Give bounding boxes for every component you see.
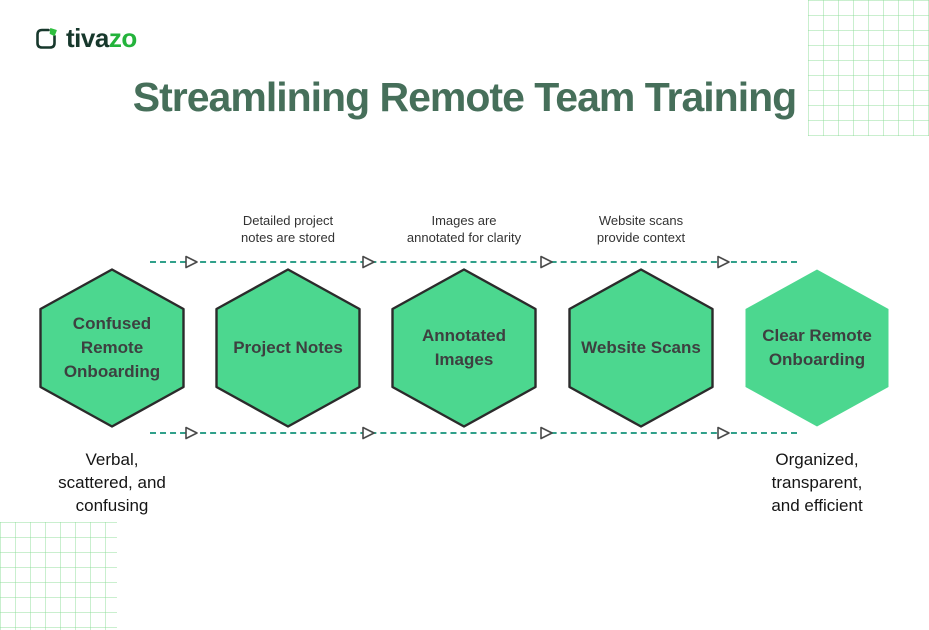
- hexagon-shape: [745, 269, 889, 427]
- flow-step-label: Project Notes: [233, 338, 343, 357]
- brand-name-primary: tiva: [66, 23, 109, 53]
- hexagon-shape: [391, 268, 537, 428]
- arrowhead-icon: [539, 255, 554, 269]
- arrowhead-icon: [716, 426, 731, 440]
- arrowhead-icon: [539, 426, 554, 440]
- flow-step-hexagon: Confused Remote Onboarding: [39, 268, 185, 428]
- arrowhead-icon: [361, 426, 376, 440]
- hexagon-shape: [568, 268, 714, 428]
- flow-step-hexagon: Project Notes: [215, 268, 361, 428]
- bottom-flow-line: [150, 432, 797, 434]
- arrowhead-icon: [361, 255, 376, 269]
- hexagon-shape: [745, 269, 889, 427]
- arrowhead-icon: [184, 255, 199, 269]
- flow-step-label: Annotated Images: [421, 326, 507, 369]
- hexagon-shape: [215, 268, 361, 428]
- transition-label: Website scans provide context: [596, 213, 686, 245]
- brand-name-accent: zo: [108, 23, 137, 53]
- tivazo-logo-icon: [33, 25, 60, 52]
- hexagon-shape: [39, 268, 185, 428]
- flow-step-hexagon: Website Scans: [568, 268, 714, 428]
- flow-step-hexagon: Annotated Images: [391, 268, 537, 428]
- grid-decoration-bottom-left: [0, 522, 117, 630]
- page-title: Streamlining Remote Team Training: [132, 74, 797, 120]
- transition-label: Detailed project notes are stored: [241, 213, 335, 245]
- hexagon-shape: [215, 268, 361, 428]
- end-state-caption: Organized, transparent, and efficient: [771, 450, 863, 515]
- brand-name: tivazo: [66, 25, 137, 52]
- start-state-caption: Verbal, scattered, and confusing: [58, 450, 166, 515]
- flow-step-hexagon: Clear Remote Onboarding: [744, 268, 890, 428]
- flow-step-label: Website Scans: [581, 338, 701, 357]
- flow-step-label: Clear Remote Onboarding: [762, 326, 872, 369]
- hexagon-shape: [568, 268, 714, 428]
- flow-step-label: Confused Remote Onboarding: [63, 314, 161, 381]
- brand-logo: tivazo: [33, 25, 137, 52]
- top-flow-line: [150, 261, 797, 263]
- transition-label: Images are annotated for clarity: [406, 213, 522, 245]
- hexagon-shape: [391, 268, 537, 428]
- arrowhead-icon: [716, 255, 731, 269]
- arrowhead-icon: [184, 426, 199, 440]
- hexagon-shape: [39, 268, 185, 428]
